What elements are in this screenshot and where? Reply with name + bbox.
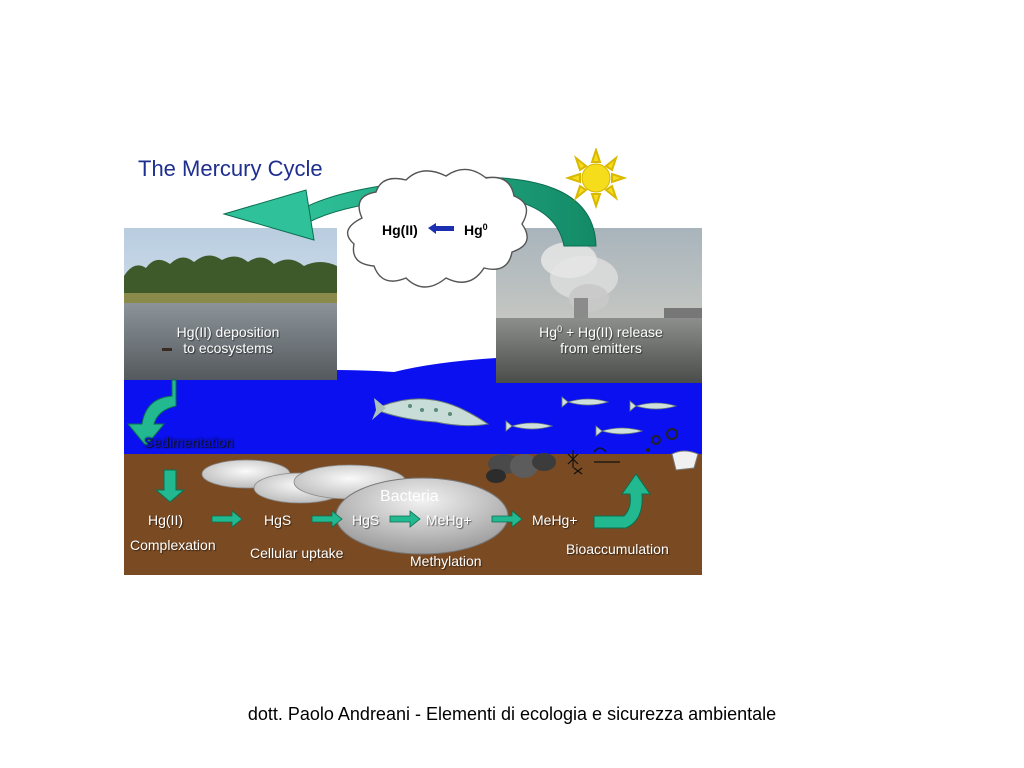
chain-hg-ii: Hg(II) <box>148 512 183 528</box>
methylation-label: Methylation <box>410 553 482 569</box>
sedimentation-arrow <box>126 379 177 447</box>
release-label: Hg0 + Hg(II) release from emitters <box>539 324 663 357</box>
mercury-cycle-diagram: The Mercury Cycle Hg(II) Hg0 Hg(II) depo… <box>124 148 702 575</box>
sun-icon <box>564 148 628 210</box>
chain-hgs-1: HgS <box>264 512 292 528</box>
chain-arrow-icon <box>389 510 421 528</box>
chain-mehg-2: MeHg+ <box>532 512 578 528</box>
chain-arrow-icon <box>211 510 243 528</box>
chain-arrow-icon <box>311 510 343 528</box>
deposition-photo <box>124 228 337 380</box>
cloud-arrow-icon <box>428 223 454 234</box>
small-fish-icon <box>505 396 678 437</box>
down-arrow <box>154 469 186 503</box>
emitter-photo <box>496 228 702 383</box>
slide-footer: dott. Paolo Andreani - Elementi di ecolo… <box>247 704 777 724</box>
deposition-label: Hg(II) deposition to ecosystems <box>176 324 280 357</box>
complexation-label: Complexation <box>130 537 216 553</box>
bioaccumulation-arrow <box>593 473 651 529</box>
bacteria-label: Bacteria <box>380 488 439 505</box>
benthos-icon <box>486 428 699 483</box>
cloud-label-hg-ii: Hg(II) <box>382 222 418 238</box>
sedimentation-label: Sedimentation <box>144 434 234 450</box>
chain-arrow-icon <box>491 510 523 528</box>
chain-hgs-2: HgS <box>352 512 380 528</box>
bioaccumulation-label: Bioaccumulation <box>566 541 669 557</box>
chain-mehg-1: MeHg+ <box>426 512 472 528</box>
cloud-label-hg0: Hg0 <box>464 222 488 238</box>
diagram-title: The Mercury Cycle <box>138 156 323 181</box>
pike-fish-icon <box>372 398 490 427</box>
cellular-uptake-label: Cellular uptake <box>250 545 344 561</box>
